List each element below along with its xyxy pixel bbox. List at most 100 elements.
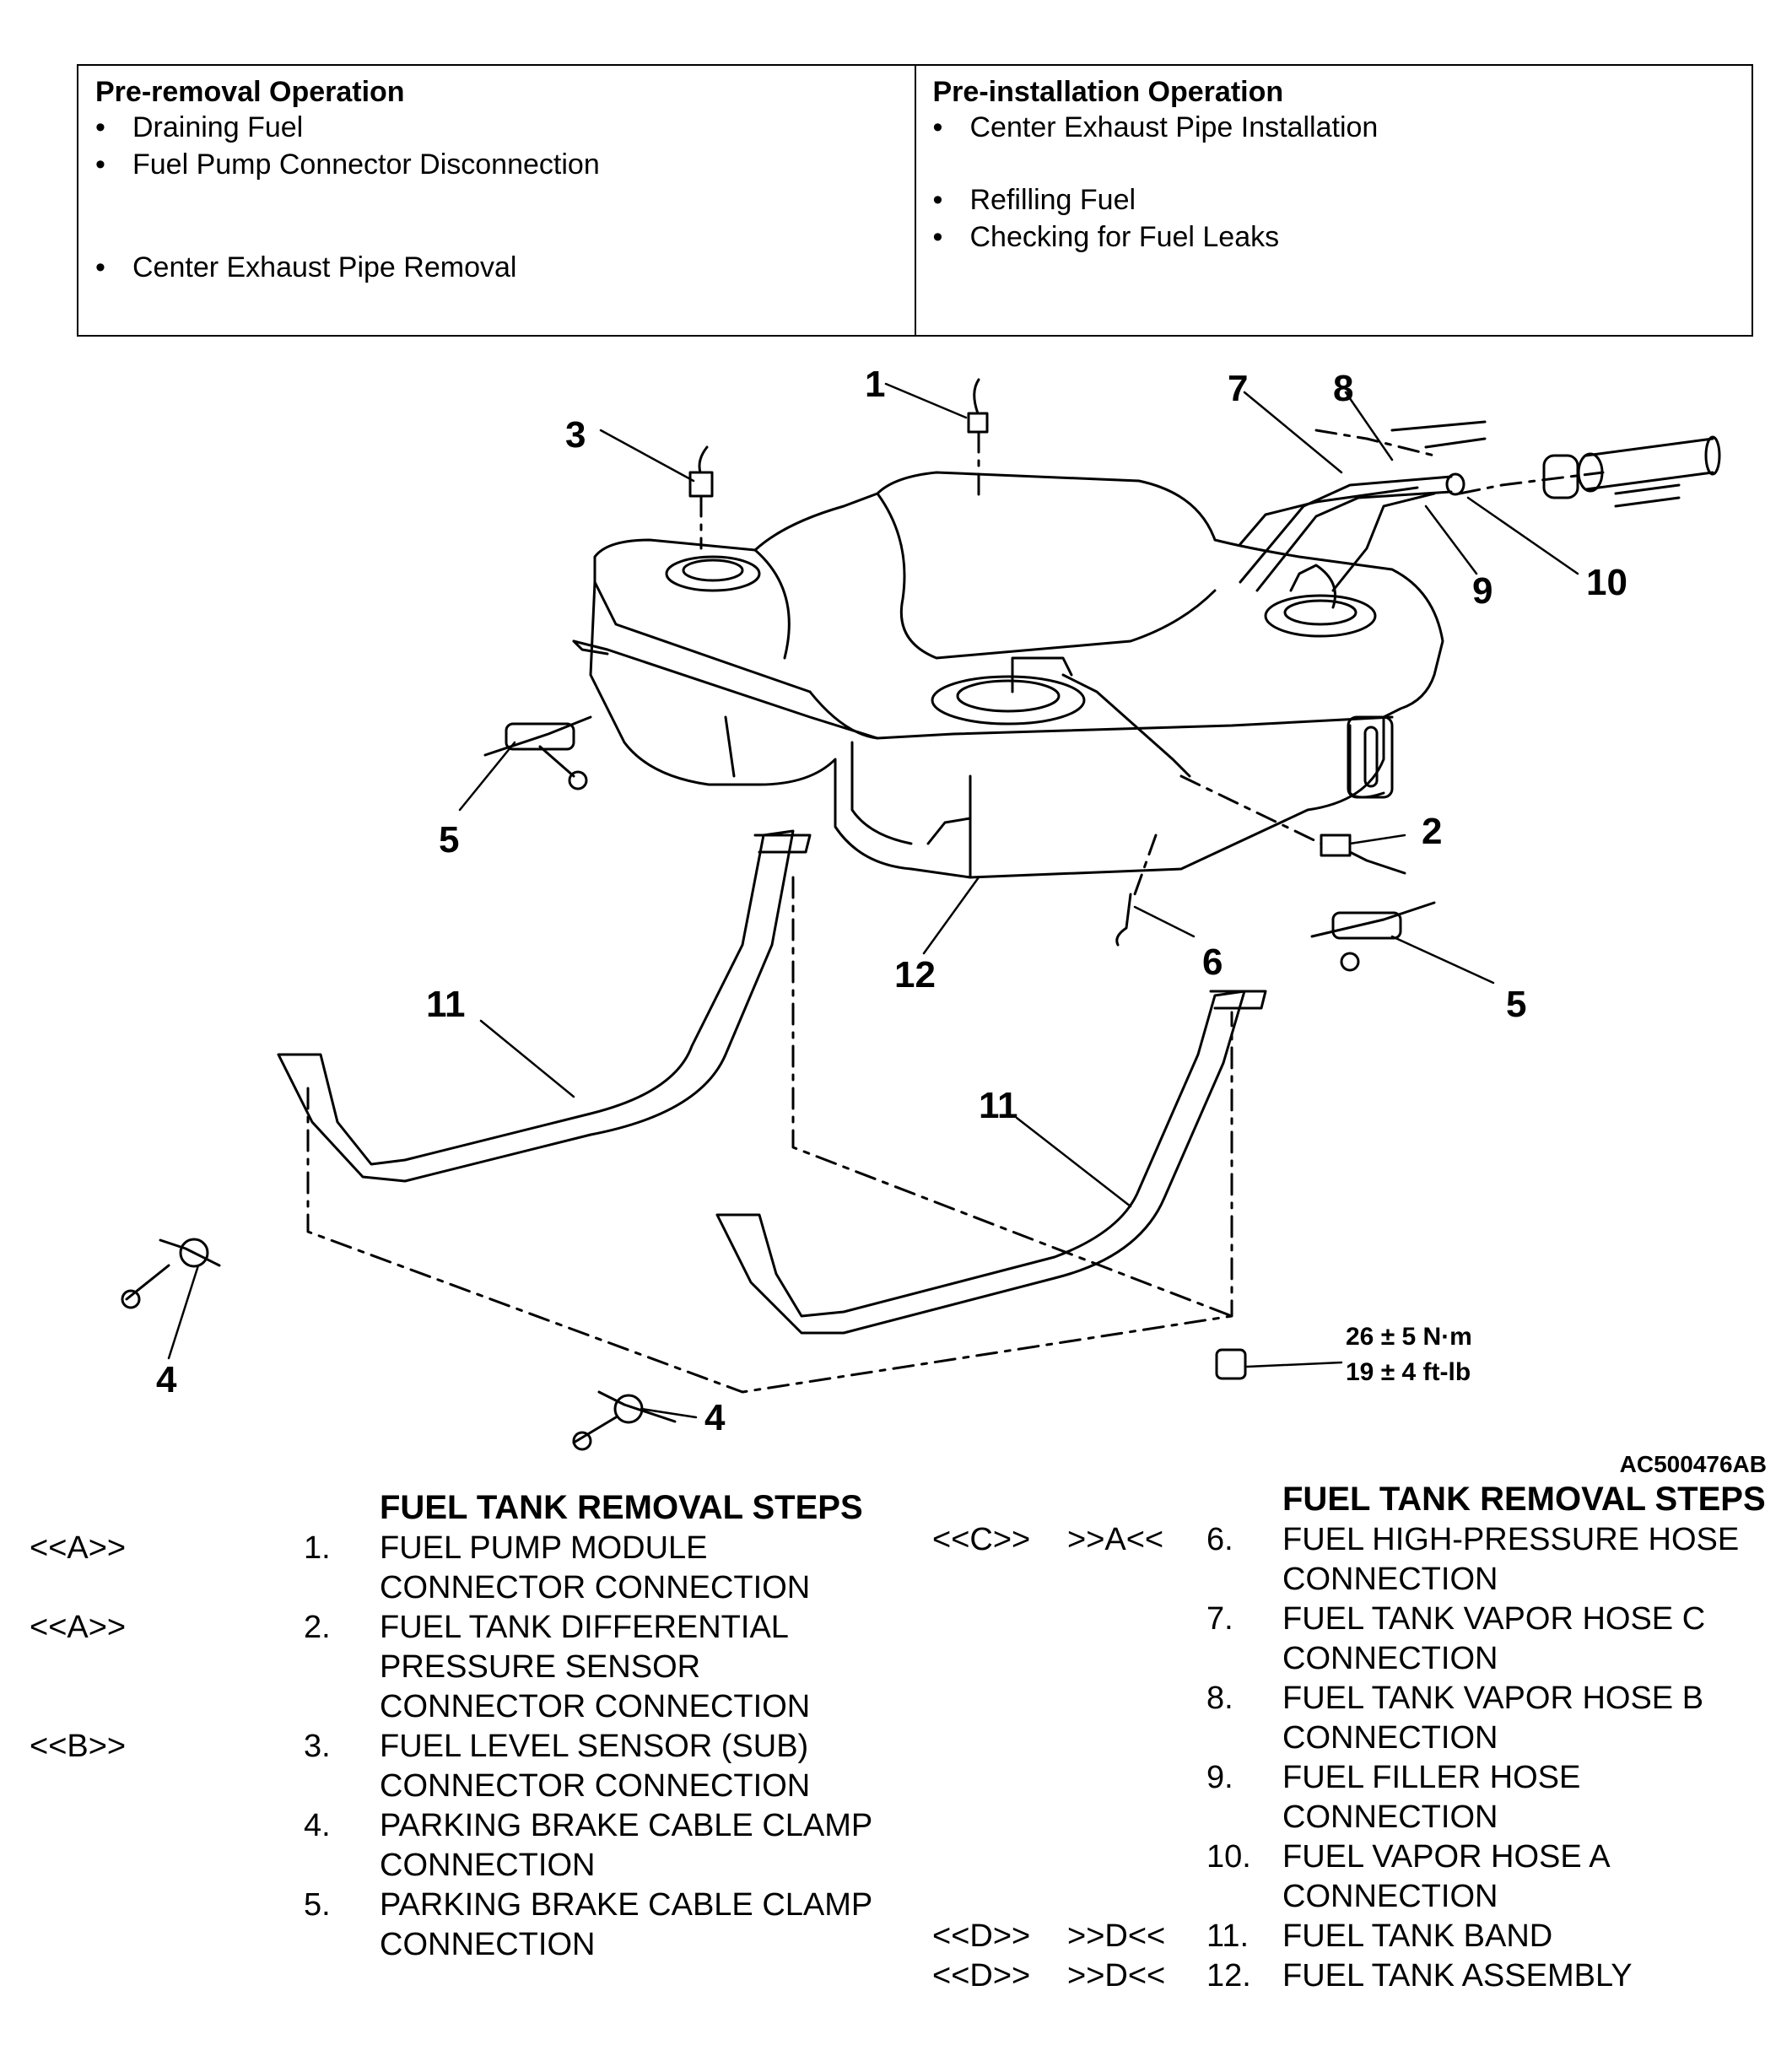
steps-title-right: FUEL TANK REMOVAL STEPS (1282, 1481, 1766, 1518)
removal-step: 4. PARKING BRAKE CABLE CLAMP CONNECTION (30, 1806, 915, 1886)
callout-11: 11 (426, 984, 466, 1025)
step-description-line: FUEL LEVEL SENSOR (SUB) (380, 1729, 809, 1764)
differential-pressure-sensor-connector (1320, 834, 1352, 857)
step-description-line: PRESSURE SENSOR (380, 1649, 701, 1685)
step-installation-tag: >>D<< (1067, 1918, 1166, 1954)
figure-id: AC500476AB (1619, 1451, 1767, 1477)
removal-step: 5. PARKING BRAKE CABLE CLAMP CONNECTION (30, 1886, 915, 1965)
step-description-line: FUEL HIGH-PRESSURE HOSE (1282, 1522, 1740, 1557)
step-number: 4. (304, 1808, 331, 1843)
pre-installation-title: Pre-installation Operation (932, 76, 1284, 108)
callout-7: 7 (1228, 368, 1248, 409)
step-description-line: FUEL FILLER HOSE (1282, 1760, 1581, 1795)
callout-5b: 5 (1506, 984, 1526, 1025)
step-description: FUEL VAPOR HOSE A CONNECTION (1282, 1837, 1611, 1917)
step-number: 6. (1206, 1522, 1233, 1557)
step-description: FUEL LEVEL SENSOR (SUB) CONNECTOR CONNECT… (380, 1727, 810, 1806)
callout-6: 6 (1202, 941, 1223, 983)
step-description-line: CONNECTION (1282, 1720, 1498, 1756)
removal-step: 8. FUEL TANK VAPOR HOSE B CONNECTION (932, 1679, 1776, 1758)
step-installation-tag: >>D<< (1067, 1958, 1166, 1994)
callout-3: 3 (565, 414, 586, 456)
step-description-line: FUEL VAPOR HOSE A (1282, 1839, 1611, 1875)
fuel-level-sensor-connector (688, 471, 714, 498)
pre-removal-item: •Fuel Pump Connector Disconnection (95, 148, 600, 181)
torque-imperial: 19 ± 4 ft-lb (1346, 1358, 1471, 1386)
step-number: 8. (1206, 1681, 1233, 1716)
step-description-line: CONNECTION (380, 1848, 596, 1883)
removal-step: <<A>> 2. FUEL TANK DIFFERENTIAL PRESSURE SE… (30, 1608, 915, 1727)
callout-10: 10 (1586, 562, 1627, 603)
step-number: 2. (304, 1610, 331, 1645)
removal-step: <<B>> 3. FUEL LEVEL SENSOR (SUB) CONNECTOR … (30, 1727, 915, 1806)
callout-11b: 11 (979, 1085, 1018, 1126)
callout-2: 2 (1422, 811, 1442, 852)
steps-title-left: FUEL TANK REMOVAL STEPS (380, 1489, 863, 1526)
pre-removal-item: •Center Exhaust Pipe Removal (95, 251, 517, 283)
fuel-tank-bands (277, 829, 1267, 1394)
removal-step: 10. FUEL VAPOR HOSE A CONNECTION (932, 1837, 1776, 1917)
step-description-line: CONNECTION (380, 1927, 596, 1962)
step-description-line: FUEL TANK BAND (1282, 1918, 1553, 1954)
callout-9: 9 (1472, 570, 1492, 612)
step-number: 7. (1206, 1601, 1233, 1637)
step-number: 10. (1206, 1839, 1251, 1875)
pre-removal-item: •Draining Fuel (95, 111, 304, 143)
step-removal-tag: <<A>> (30, 1610, 127, 1645)
leader-lines (167, 382, 1579, 1419)
callout-4b: 4 (704, 1397, 726, 1438)
callout-8: 8 (1333, 368, 1353, 409)
step-number: 3. (304, 1729, 331, 1764)
filler-and-vapor-hoses (1239, 420, 1721, 592)
removal-step: <<D>> >>D<< 11. FUEL TANK BAND (932, 1917, 1776, 1956)
operations-table: Pre-removal Operation •Draining Fuel •Fu… (77, 64, 1753, 337)
step-number: 1. (304, 1530, 331, 1566)
parking-brake-cable-clamps (121, 715, 1436, 1451)
step-removal-tag: <<D>> (932, 1918, 1031, 1954)
removal-step: 9. FUEL FILLER HOSE CONNECTION (932, 1758, 1776, 1837)
step-description-line: CONNECTION (1282, 1879, 1498, 1914)
step-removal-tag: <<D>> (932, 1958, 1031, 1994)
pre-installation-item: •Center Exhaust Pipe Installation (932, 111, 1379, 143)
callout-1: 1 (865, 364, 885, 405)
band-bolt (1215, 1348, 1247, 1380)
fuel-tank-exploded-diagram: 1 2 3 4 4 5 5 6 7 8 9 10 11 11 12 26 ± 5… (121, 364, 1721, 1451)
callout-12: 12 (894, 954, 936, 995)
fuel-high-pressure-hose (1115, 893, 1132, 947)
step-description: FUEL TANK VAPOR HOSE B CONNECTION (1282, 1679, 1703, 1758)
step-number: 12. (1206, 1958, 1251, 1994)
pre-installation-item: •Refilling Fuel (932, 184, 1136, 216)
step-number: 9. (1206, 1760, 1233, 1795)
step-description-line: PARKING BRAKE CABLE CLAMP (380, 1887, 873, 1923)
step-description-line: PARKING BRAKE CABLE CLAMP (380, 1808, 873, 1843)
removal-step: <<D>> >>D<< 12. FUEL TANK ASSEMBLY (932, 1956, 1776, 1996)
step-description-line: CONNECTOR CONNECTION (380, 1689, 811, 1724)
step-removal-tag: <<B>> (30, 1729, 127, 1764)
step-description-line: FUEL TANK ASSEMBLY (1282, 1958, 1633, 1994)
step-installation-tag: >>A<< (1067, 1522, 1164, 1557)
callout-5: 5 (439, 819, 459, 861)
step-description-line: FUEL TANK DIFFERENTIAL (380, 1610, 789, 1645)
pre-removal-title: Pre-removal Operation (95, 76, 405, 108)
pre-installation-column: Pre-installation Operation •Center Exhau… (914, 66, 1752, 335)
pre-installation-item: •Checking for Fuel Leaks (932, 221, 1280, 253)
fuel-pump-connector (967, 412, 989, 434)
step-description: FUEL TANK ASSEMBLY (1282, 1956, 1633, 1996)
step-description-line: FUEL TANK VAPOR HOSE B (1282, 1681, 1704, 1716)
step-removal-tag: <<C>> (932, 1522, 1031, 1557)
step-description-line: CONNECTION (1282, 1799, 1498, 1835)
step-description: FUEL TANK BAND (1282, 1917, 1552, 1956)
step-description: FUEL TANK DIFFERENTIAL PRESSURE SENSOR CON… (380, 1608, 810, 1727)
step-number: 11. (1206, 1918, 1250, 1954)
step-number: 5. (304, 1887, 331, 1923)
step-description-line: CONNECTOR CONNECTION (380, 1768, 811, 1804)
pre-removal-column: Pre-removal Operation •Draining Fuel •Fu… (78, 66, 915, 335)
fuel-tank-assembly (572, 471, 1444, 879)
step-description: FUEL FILLER HOSE CONNECTION (1282, 1758, 1580, 1837)
step-description: PARKING BRAKE CABLE CLAMP CONNECTION (380, 1886, 872, 1965)
